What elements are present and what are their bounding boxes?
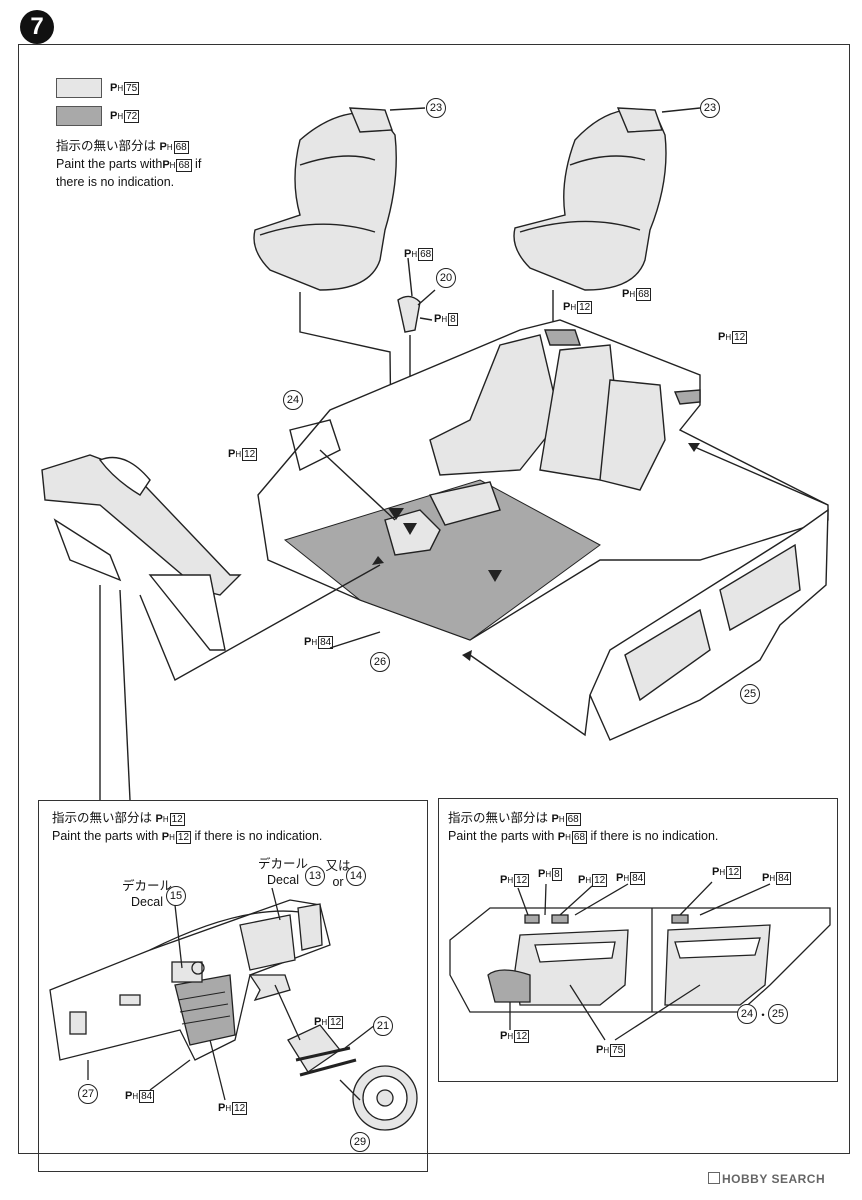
callout-decal-15: 15 [166,886,186,906]
watermark-logo-icon [708,1172,720,1184]
legend-swatch-light [56,78,102,98]
callout-wheel-29: 29 [350,1132,370,1152]
front-seat-right [513,107,667,291]
dashboard-part [41,454,242,651]
callout-column-21: 21 [373,1016,393,1036]
front-seat-left [253,107,397,291]
callout-floor: 26 [370,652,390,672]
callout-door-left: 24 [283,390,303,410]
callout-seat-left: 23 [426,98,446,118]
step-number-badge: 7 [20,10,54,44]
callout-door-24: 24 [737,1004,757,1024]
callout-shift-knob: 20 [436,268,456,288]
interior-tub [257,319,829,641]
callout-door-right: 25 [740,684,760,704]
door-part-right [589,508,829,741]
callout-seat-right: 23 [700,98,720,118]
legend-swatch-dark [56,106,102,126]
callout-decal-13: 13 [305,866,325,886]
diagram-frame [18,44,850,1154]
detail-box-dashboard [38,800,428,1172]
callout-door-25: 25 [768,1004,788,1024]
callout-decal-14: 14 [346,866,366,886]
callout-separator: ・ [757,1008,770,1022]
callout-dash-27: 27 [78,1084,98,1104]
watermark: HOBBY SEARCH [708,1172,825,1186]
detail-box-doors [438,798,838,1082]
